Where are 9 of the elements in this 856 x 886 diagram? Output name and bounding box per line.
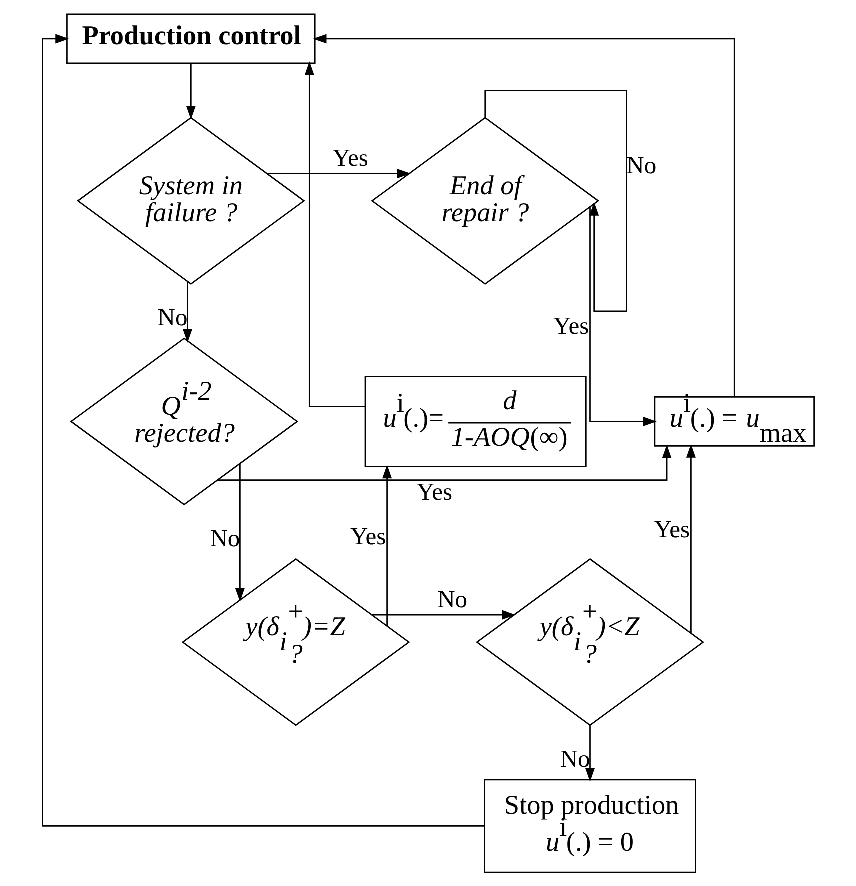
edge-label: No [437, 586, 468, 613]
edge-label: Yes [350, 522, 386, 550]
edge-label: Yes [552, 312, 589, 340]
edge-label: No [157, 304, 188, 332]
edge-label: Yes [332, 144, 368, 172]
edge-label: Yes [416, 478, 452, 506]
edge-label: No [560, 745, 590, 772]
edge-label: Yes [654, 516, 690, 544]
edge-label: No [210, 524, 240, 552]
